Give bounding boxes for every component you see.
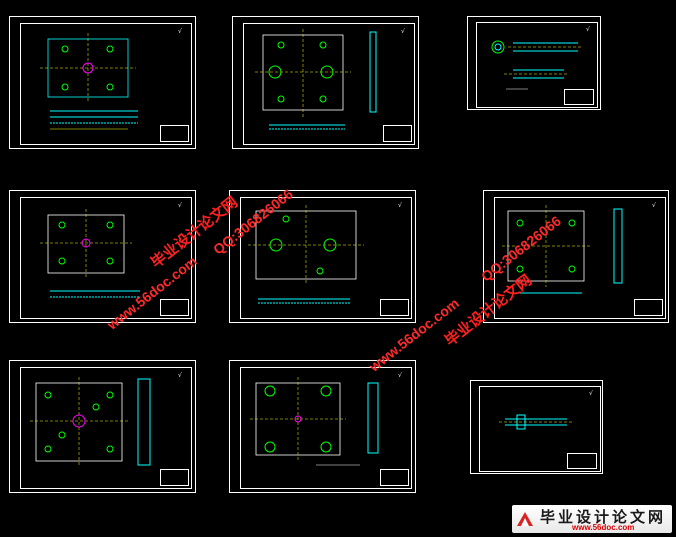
site-logo-badge: 毕业设计论文网 www.56doc.com <box>512 505 672 533</box>
sheet-1-roughness-mark: √ <box>178 28 182 35</box>
sheet-6-title-block <box>634 299 663 316</box>
sheet-2-drawing <box>255 29 377 130</box>
sheet-4-inner-border <box>20 197 192 319</box>
sheet-2-roughness-mark: √ <box>401 28 405 35</box>
sheet-9-drawing <box>499 414 573 430</box>
sheet-9-roughness-mark: √ <box>589 390 593 397</box>
drawing-sheet-3: √ <box>467 16 601 110</box>
sheet-1-title-block <box>160 125 189 142</box>
drawing-sheet-9: √ <box>470 380 603 474</box>
sheet-4-title-block <box>160 299 189 316</box>
drawing-sheet-2: √ <box>232 16 419 149</box>
sheet-8-roughness-mark: √ <box>398 372 402 379</box>
drawing-sheet-8: √ <box>229 360 416 493</box>
sheet-6-drawing <box>502 205 623 294</box>
sheet-6-inner-border <box>494 197 666 319</box>
sheet-2-inner-border <box>243 23 415 145</box>
sheet-3-inner-border <box>476 22 598 108</box>
sheet-8-title-block <box>380 469 409 486</box>
sheet-8-inner-border <box>240 367 412 489</box>
logo-icon <box>517 512 533 526</box>
sheet-2-title-block <box>383 125 412 142</box>
sheet-7-title-block <box>160 469 189 486</box>
sheet-7-drawing <box>30 377 151 467</box>
sheet-1-inner-border <box>20 23 192 145</box>
sheet-5-title-block <box>380 299 409 316</box>
logo-url: www.56doc.com <box>572 523 635 532</box>
sheet-3-title-block <box>564 89 594 105</box>
sheet-9-inner-border <box>479 386 601 472</box>
sheet-1-drawing <box>40 33 138 130</box>
sheet-7-inner-border <box>20 367 192 489</box>
sheet-5-roughness-mark: √ <box>398 202 402 209</box>
sheet-8-drawing <box>250 377 379 466</box>
sheet-4-drawing <box>40 209 140 298</box>
drawing-sheet-6: √ <box>483 190 669 323</box>
sheet-4-roughness-mark: √ <box>178 202 182 209</box>
drawing-sheet-1: √ <box>9 16 196 149</box>
drawing-sheet-5: √ <box>229 190 416 323</box>
sheet-5-drawing <box>248 205 364 304</box>
drawing-sheet-7: √ <box>9 360 196 493</box>
sheet-9-title-block <box>567 453 597 469</box>
sheet-7-roughness-mark: √ <box>178 372 182 379</box>
sheet-3-drawing <box>491 40 583 90</box>
sheet-3-roughness-mark: √ <box>586 26 590 33</box>
sheet-6-roughness-mark: √ <box>652 202 656 209</box>
sheet-5-inner-border <box>240 197 412 319</box>
logo-title: 毕业设计论文网 <box>540 508 667 526</box>
drawing-sheet-4: √ <box>9 190 196 323</box>
